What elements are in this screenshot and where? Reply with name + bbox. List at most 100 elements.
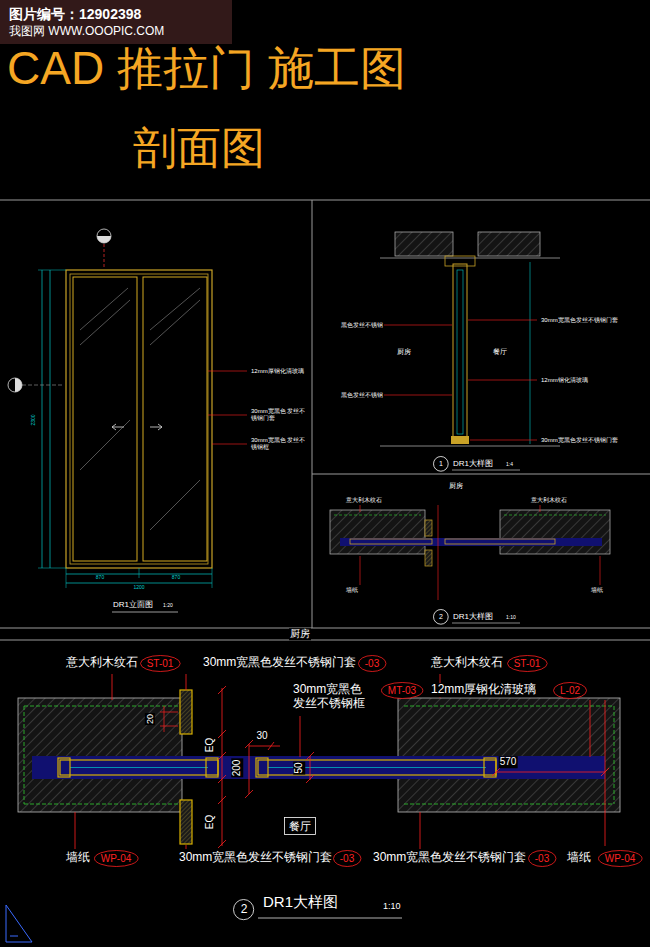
- node-text: -03: [535, 853, 549, 864]
- node-text: 1: [439, 460, 443, 468]
- room-name: 厨房: [396, 348, 412, 356]
- annotation: 墙纸: [590, 587, 604, 594]
- view-title: DR1大样图: [452, 612, 494, 621]
- node-text: L-02: [560, 685, 580, 696]
- node-text: ST-01: [514, 658, 541, 669]
- door-elevation: [139, 568, 140, 578]
- door-section: [468, 380, 537, 381]
- door-plan-detail: [496, 772, 605, 773]
- door-plan-detail: [218, 840, 226, 848]
- door-plan-detail: [306, 752, 314, 760]
- door-elevation: [38, 270, 66, 271]
- door-elevation: [15, 378, 22, 392]
- section-number: 2: [433, 609, 449, 625]
- door-plan-detail: [398, 698, 620, 812]
- node-text: 2: [439, 613, 443, 621]
- sheet-frame: [0, 200, 650, 201]
- door-plan-small: [340, 538, 602, 546]
- door-plan-detail: [310, 756, 311, 780]
- door-elevation: [70, 274, 208, 564]
- door-plan-small: [438, 505, 439, 600]
- door-section: [468, 320, 537, 321]
- door-plan-detail: [404, 706, 614, 707]
- door-plan-detail: [160, 726, 178, 727]
- door-section: [452, 470, 520, 471]
- annotation: 30mm宽黑色发丝不锈钢门套: [540, 437, 619, 444]
- door-plan-detail: [58, 758, 70, 777]
- scale: 1:20: [162, 603, 174, 609]
- scale: 1:10: [382, 901, 402, 911]
- node-outline: [234, 900, 254, 920]
- room-name: 厨房: [289, 628, 311, 640]
- door-plan-detail: [249, 744, 250, 794]
- door-plan-detail: [218, 775, 226, 783]
- door-plan-small: [425, 550, 432, 566]
- scale: 1:4: [505, 462, 514, 468]
- door-elevation: [112, 427, 124, 428]
- node-outline: [434, 457, 449, 472]
- node-text: ST-01: [147, 658, 174, 669]
- door-plan-small: [350, 539, 432, 544]
- door-plan-detail: [24, 804, 178, 805]
- door-plan-detail: [112, 674, 113, 700]
- dimension: EQ: [204, 737, 216, 753]
- annotation: 意大利木纹石: [530, 497, 568, 504]
- door-plan-detail: [18, 698, 182, 812]
- door-plan-detail: [268, 742, 274, 750]
- door-elevation: [150, 427, 162, 428]
- door-section: [451, 436, 469, 444]
- node-text: WP-04: [101, 853, 132, 864]
- node-text: -03: [365, 658, 379, 669]
- ucs-icon: [6, 905, 32, 942]
- watermark: 我图网 WWW.OOOPIC.COM: [8, 25, 165, 39]
- door-plan-detail: [218, 730, 226, 738]
- door-plan-detail: [32, 756, 605, 779]
- sheet-frame: [312, 474, 650, 475]
- door-plan-detail: [245, 790, 253, 798]
- door-plan-small: [600, 556, 601, 585]
- door-plan-small: [334, 515, 421, 516]
- door-plan-detail: [258, 760, 496, 775]
- door-elevation: [80, 300, 130, 345]
- annotation: 30mm宽黑色发丝不锈钢门套: [540, 317, 619, 324]
- room-box: 餐厅: [284, 817, 316, 835]
- material-note: 30mm宽黑色 发丝不锈钢框: [292, 683, 378, 711]
- section-number: 1: [433, 456, 449, 472]
- door-plan-detail: [492, 768, 500, 776]
- door-plan-detail: [300, 716, 301, 757]
- door-elevation: [66, 583, 212, 584]
- door-section: [380, 232, 560, 470]
- room-name: 餐厅: [492, 348, 508, 356]
- door-plan-detail: [180, 690, 192, 734]
- door-plan-detail: [186, 674, 187, 690]
- door-plan-detail: [256, 758, 268, 777]
- annotation: 墙纸: [345, 587, 359, 594]
- door-elevation: [73, 277, 137, 561]
- annotation: 黑色发丝不锈钢: [340, 322, 384, 329]
- door-elevation: [38, 568, 66, 569]
- door-section: [457, 270, 463, 434]
- door-elevation: [104, 244, 105, 268]
- dimension: 200: [231, 759, 243, 778]
- ucs-icon: [6, 905, 32, 942]
- door-plan-detail: [186, 845, 187, 849]
- door-section: [395, 232, 453, 256]
- door-section: [380, 258, 560, 259]
- material-code: WP-04: [94, 850, 139, 867]
- door-plan-detail: [206, 758, 218, 777]
- drawing-title: CAD 推拉门 施工图: [6, 42, 407, 95]
- dimension: 570: [499, 756, 518, 768]
- annotation: 意大利木纹石: [345, 497, 383, 504]
- door-plan-detail: [590, 700, 591, 757]
- door-plan-detail: [70, 767, 208, 768]
- material-note: 30mm宽黑色发丝不锈钢门套: [202, 656, 357, 670]
- door-plan-detail: [614, 706, 615, 804]
- door-elevation: [66, 270, 212, 568]
- door-plan-detail: [164, 706, 165, 732]
- view-title: DR1大样图: [452, 459, 494, 468]
- door-elevation: [150, 300, 200, 345]
- door-elevation: [112, 612, 178, 613]
- door-elevation: [150, 288, 200, 330]
- door-elevation: [8, 229, 247, 612]
- door-plan-detail: [404, 804, 614, 805]
